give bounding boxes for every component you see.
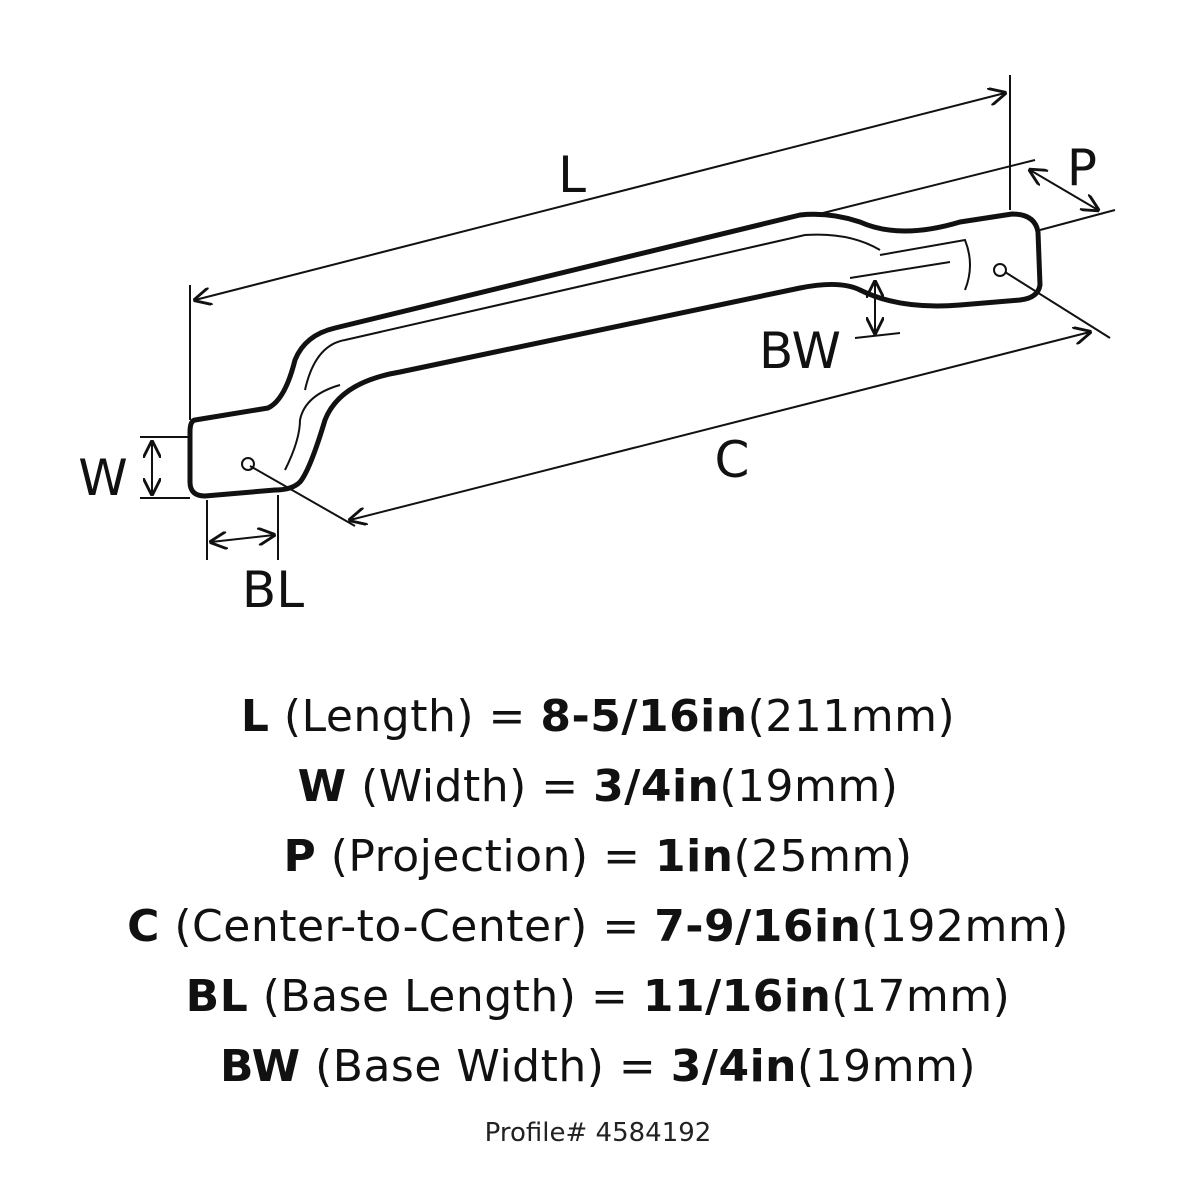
spec-metric: (192mm) bbox=[861, 901, 1069, 952]
spec-imperial: 11/16in bbox=[642, 971, 832, 1022]
spec-center-to-center: C (Center-to-Center) = 7-9/16in(192mm) bbox=[0, 892, 1196, 962]
specifications-list: L (Length) = 8-5/16in(211mm) W (Width) =… bbox=[0, 682, 1196, 1102]
label-w: W bbox=[78, 449, 127, 507]
spec-name: (Length) bbox=[283, 691, 475, 742]
spec-base-width: BW (Base Width) = 3/4in(19mm) bbox=[0, 1032, 1196, 1102]
spec-eq: = bbox=[541, 761, 579, 812]
spec-key: W bbox=[297, 761, 347, 812]
spec-metric: (25mm) bbox=[733, 831, 913, 882]
spec-eq: = bbox=[590, 971, 629, 1022]
spec-eq: = bbox=[488, 691, 526, 742]
spec-imperial: 1in bbox=[654, 831, 734, 882]
spec-eq: = bbox=[603, 831, 641, 882]
spec-name: (Base Width) bbox=[315, 1041, 605, 1092]
label-l: L bbox=[558, 146, 586, 204]
label-p: P bbox=[1067, 139, 1097, 197]
spec-eq: = bbox=[618, 1041, 657, 1092]
spec-key: P bbox=[283, 831, 317, 882]
profile-number: Profile# 4584192 bbox=[484, 1118, 712, 1148]
spec-name: (Width) bbox=[361, 761, 527, 812]
label-bl: BL bbox=[242, 561, 304, 619]
spec-width: W (Width) = 3/4in(19mm) bbox=[0, 752, 1196, 822]
spec-metric: (211mm) bbox=[747, 691, 956, 742]
spec-metric: (19mm) bbox=[797, 1041, 977, 1092]
label-c: C bbox=[715, 431, 750, 489]
spec-imperial: 3/4in bbox=[593, 761, 720, 812]
spec-projection: P (Projection) = 1in(25mm) bbox=[0, 822, 1196, 892]
handle-dimension-drawing: L P BW C W BL bbox=[78, 75, 1116, 619]
spec-key: L bbox=[240, 691, 270, 742]
spec-imperial: 3/4in bbox=[670, 1041, 797, 1092]
spec-name: (Projection) bbox=[330, 831, 589, 882]
spec-length: L (Length) = 8-5/16in(211mm) bbox=[0, 682, 1196, 752]
spec-key: BL bbox=[185, 971, 249, 1022]
spec-name: (Center-to-Center) bbox=[174, 901, 588, 952]
spec-base-length: BL (Base Length) = 11/16in(17mm) bbox=[0, 962, 1196, 1032]
spec-key: BW bbox=[219, 1041, 301, 1092]
label-bw: BW bbox=[759, 322, 841, 380]
spec-imperial: 8-5/16in bbox=[540, 691, 748, 742]
spec-key: C bbox=[127, 901, 160, 952]
spec-metric: (19mm) bbox=[719, 761, 899, 812]
dimension-lines bbox=[140, 75, 1116, 560]
spec-metric: (17mm) bbox=[831, 971, 1011, 1022]
spec-name: (Base Length) bbox=[262, 971, 577, 1022]
spec-eq: = bbox=[602, 901, 640, 952]
spec-imperial: 7-9/16in bbox=[654, 901, 862, 952]
